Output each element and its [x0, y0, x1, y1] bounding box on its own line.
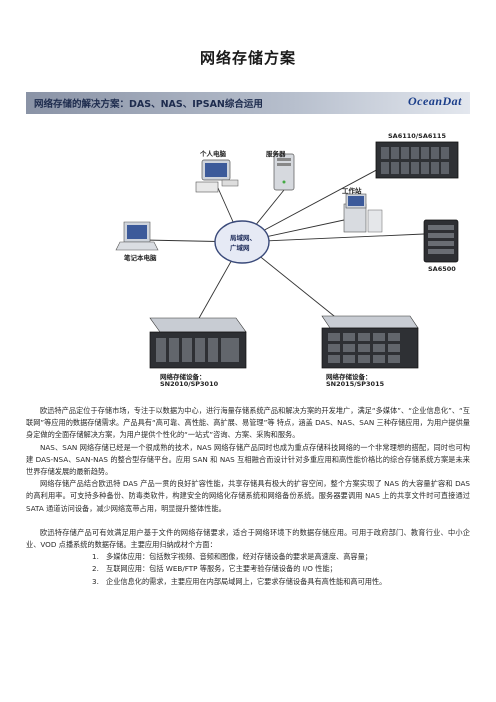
sa6500-icon: [423, 219, 459, 263]
sn2015-icon: [321, 315, 419, 369]
application-list: 1.多媒体应用：包括数字视频、音频和图像，经对存储设备的要求是高速度、高容量； …: [26, 551, 470, 588]
hub-label-2: 广域网: [230, 244, 250, 252]
list-item-text: 多媒体应用：包括数字视频、音频和图像，经对存储设备的要求是高速度、高容量；: [106, 552, 372, 562]
line-to-sa6500: [241, 233, 425, 243]
laptop-icon: [115, 221, 159, 251]
banner-text: 网络存储的解决方案：DAS、NAS、IPSAN综合运用: [34, 99, 263, 110]
list-item-text: 互联网应用：包括 WEB/FTP 等服务，它主要考验存储设备的 I/O 性能；: [106, 564, 337, 574]
body-text: 欧迅特产品定位于存储市场，专注于以数据为中心，进行海量存储系统产品和解决方案的开…: [26, 405, 470, 588]
label-sa6500: SA6500: [428, 265, 456, 273]
list-item-number: 2.: [92, 564, 99, 574]
network-diagram: 网络存储的解决方案：DAS、NAS、IPSAN综合运用 OceanDat: [26, 92, 470, 392]
list-item-number: 1.: [92, 552, 99, 562]
diagram-banner: 网络存储的解决方案：DAS、NAS、IPSAN综合运用 OceanDat: [26, 92, 470, 114]
page-title: 网络存储方案: [199, 49, 296, 67]
hub-label-1: 局域网、: [230, 234, 256, 242]
network-hub: [214, 220, 270, 264]
label-sn2015-line1: 网络存储设备：: [326, 373, 372, 381]
paragraph-4: 欧迅特存储产品可有效满足用户基于文件的网络存储要求，适合于网络环境下的数据存储应…: [26, 527, 470, 550]
list-item: 2. 互联网应用：包括 WEB/FTP 等服务，它主要考验存储设备的 I/O 性能…: [26, 563, 470, 575]
list-item: 3. 企业信息化的需求，主要应用在内部局域网上，它要求存储设备具有高性能和高可用性…: [26, 576, 470, 588]
list-item-text: 企业信息化的需求，主要应用在内部局域网上，它要求存储设备具有高性能和高可用性。: [106, 576, 387, 586]
line-to-sa6110: [241, 165, 385, 243]
label-server: 服务器: [266, 150, 286, 158]
list-item-number: 3.: [92, 576, 99, 586]
oceandat-logo: OceanDat: [408, 94, 462, 108]
sa6110-icon: [375, 141, 459, 179]
list-item: 1. 多媒体应用：包括数字视频、音频和图像，经对存储设备的要求是高速度、高容量；: [26, 551, 470, 563]
pc-icon: [195, 159, 239, 193]
paragraph-3: 网络存储产品结合欧迅特 DAS 产品一贯的良好扩容性能，共享存储具有极大的扩容空…: [26, 479, 470, 513]
server-icon: [273, 153, 295, 191]
label-sn2010-line2: SN2010/SP3010: [160, 380, 219, 388]
label-laptop: 笔记本电脑: [124, 254, 157, 262]
label-workstation: 工作站: [342, 187, 362, 195]
paragraph-1: 欧迅特产品定位于存储市场，专注于以数据为中心，进行海量存储系统产品和解决方案的开…: [26, 406, 470, 440]
sn2010-icon: [149, 317, 247, 369]
label-sa6110: SA6110/SA6115: [388, 132, 446, 140]
label-sn2010-line1: 网络存储设备：: [160, 373, 206, 381]
paragraph-2: NAS、SAN 网络存储已经是一个很成熟的技术，NAS 网络存储产品同时也成为重…: [26, 442, 470, 477]
workstation-icon: [343, 193, 383, 233]
network-diagram-graphics: [115, 141, 459, 369]
label-pc: 个人电脑: [200, 150, 226, 158]
label-sn2015-line2: SN2015/SP3015: [326, 380, 385, 388]
